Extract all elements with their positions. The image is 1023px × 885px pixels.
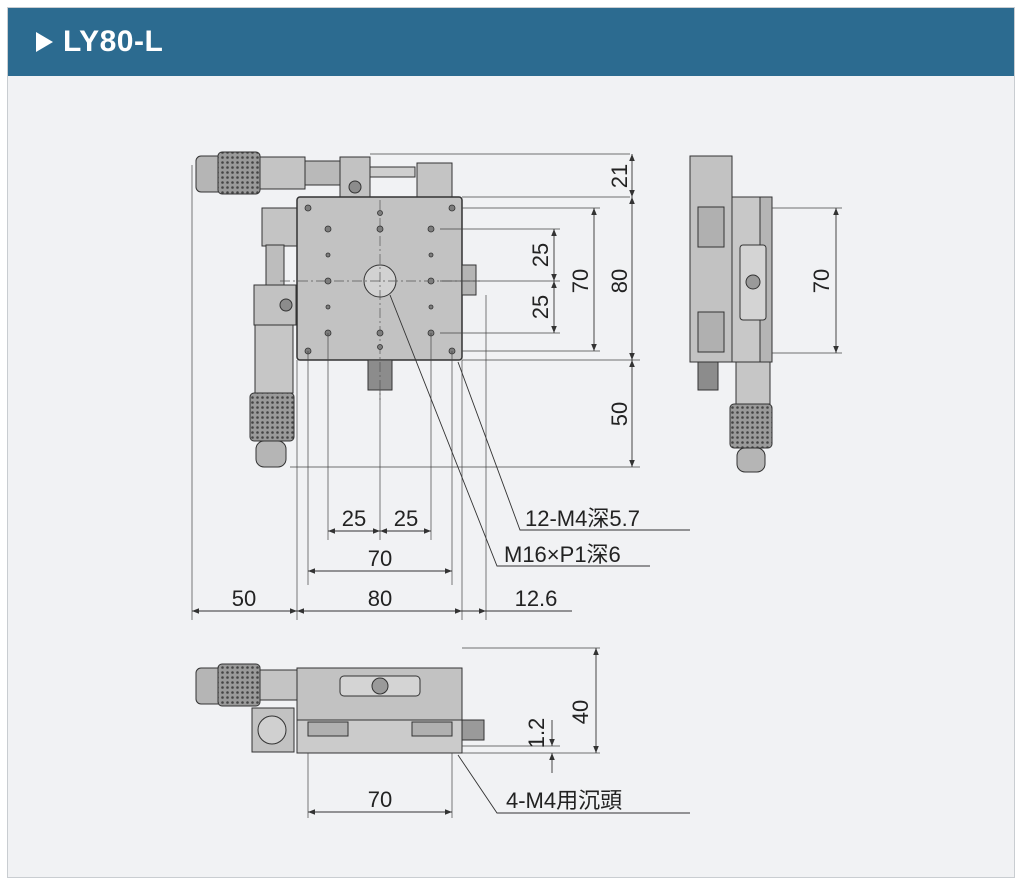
side-dim-hole-span: 70 (809, 269, 834, 293)
side-x-stage (689, 155, 733, 363)
dim-hole-span-y: 70 (568, 269, 593, 293)
play-arrow-icon (36, 32, 53, 52)
dim-pitch-upper: 25 (528, 243, 553, 267)
top-view: 25 25 70 50 80 12.6 12-M4深5.7 M16×P1深6 2… (191, 151, 690, 620)
lock-screw (461, 264, 477, 296)
dim-pitch-left: 25 (342, 506, 366, 531)
front-dim-height: 40 (568, 700, 593, 724)
drawing-panel: LY80-L (7, 7, 1015, 878)
dim-top-offset: 21 (607, 164, 632, 188)
dim-pitch-lower: 25 (528, 295, 553, 319)
front-dim-hole-span: 70 (368, 787, 392, 812)
dim-pitch-right: 25 (394, 506, 418, 531)
panel-header: LY80-L (8, 8, 1014, 76)
dim-stage-height: 80 (607, 269, 632, 293)
front-dim-gap: 1.2 (524, 718, 549, 749)
dim-micrometer-y: 50 (607, 402, 632, 426)
callout-mount-holes: 12-M4深5.7 (525, 506, 640, 531)
dim-knob-offset: 12.6 (515, 586, 558, 611)
dim-hole-span-x: 70 (368, 546, 392, 571)
side-view: 70 (689, 155, 842, 473)
callout-countersunk-holes: 4-M4用沉頭 (506, 788, 622, 813)
front-view: 40 1.2 70 4-M4用沉頭 (195, 647, 690, 818)
product-title: LY80-L (63, 25, 164, 58)
x-micrometer (195, 151, 453, 200)
dim-micrometer-x: 50 (232, 586, 256, 611)
callout-center-hole: M16×P1深6 (504, 542, 621, 567)
dim-stage-width: 80 (368, 586, 392, 611)
y-micrometer (249, 207, 299, 468)
